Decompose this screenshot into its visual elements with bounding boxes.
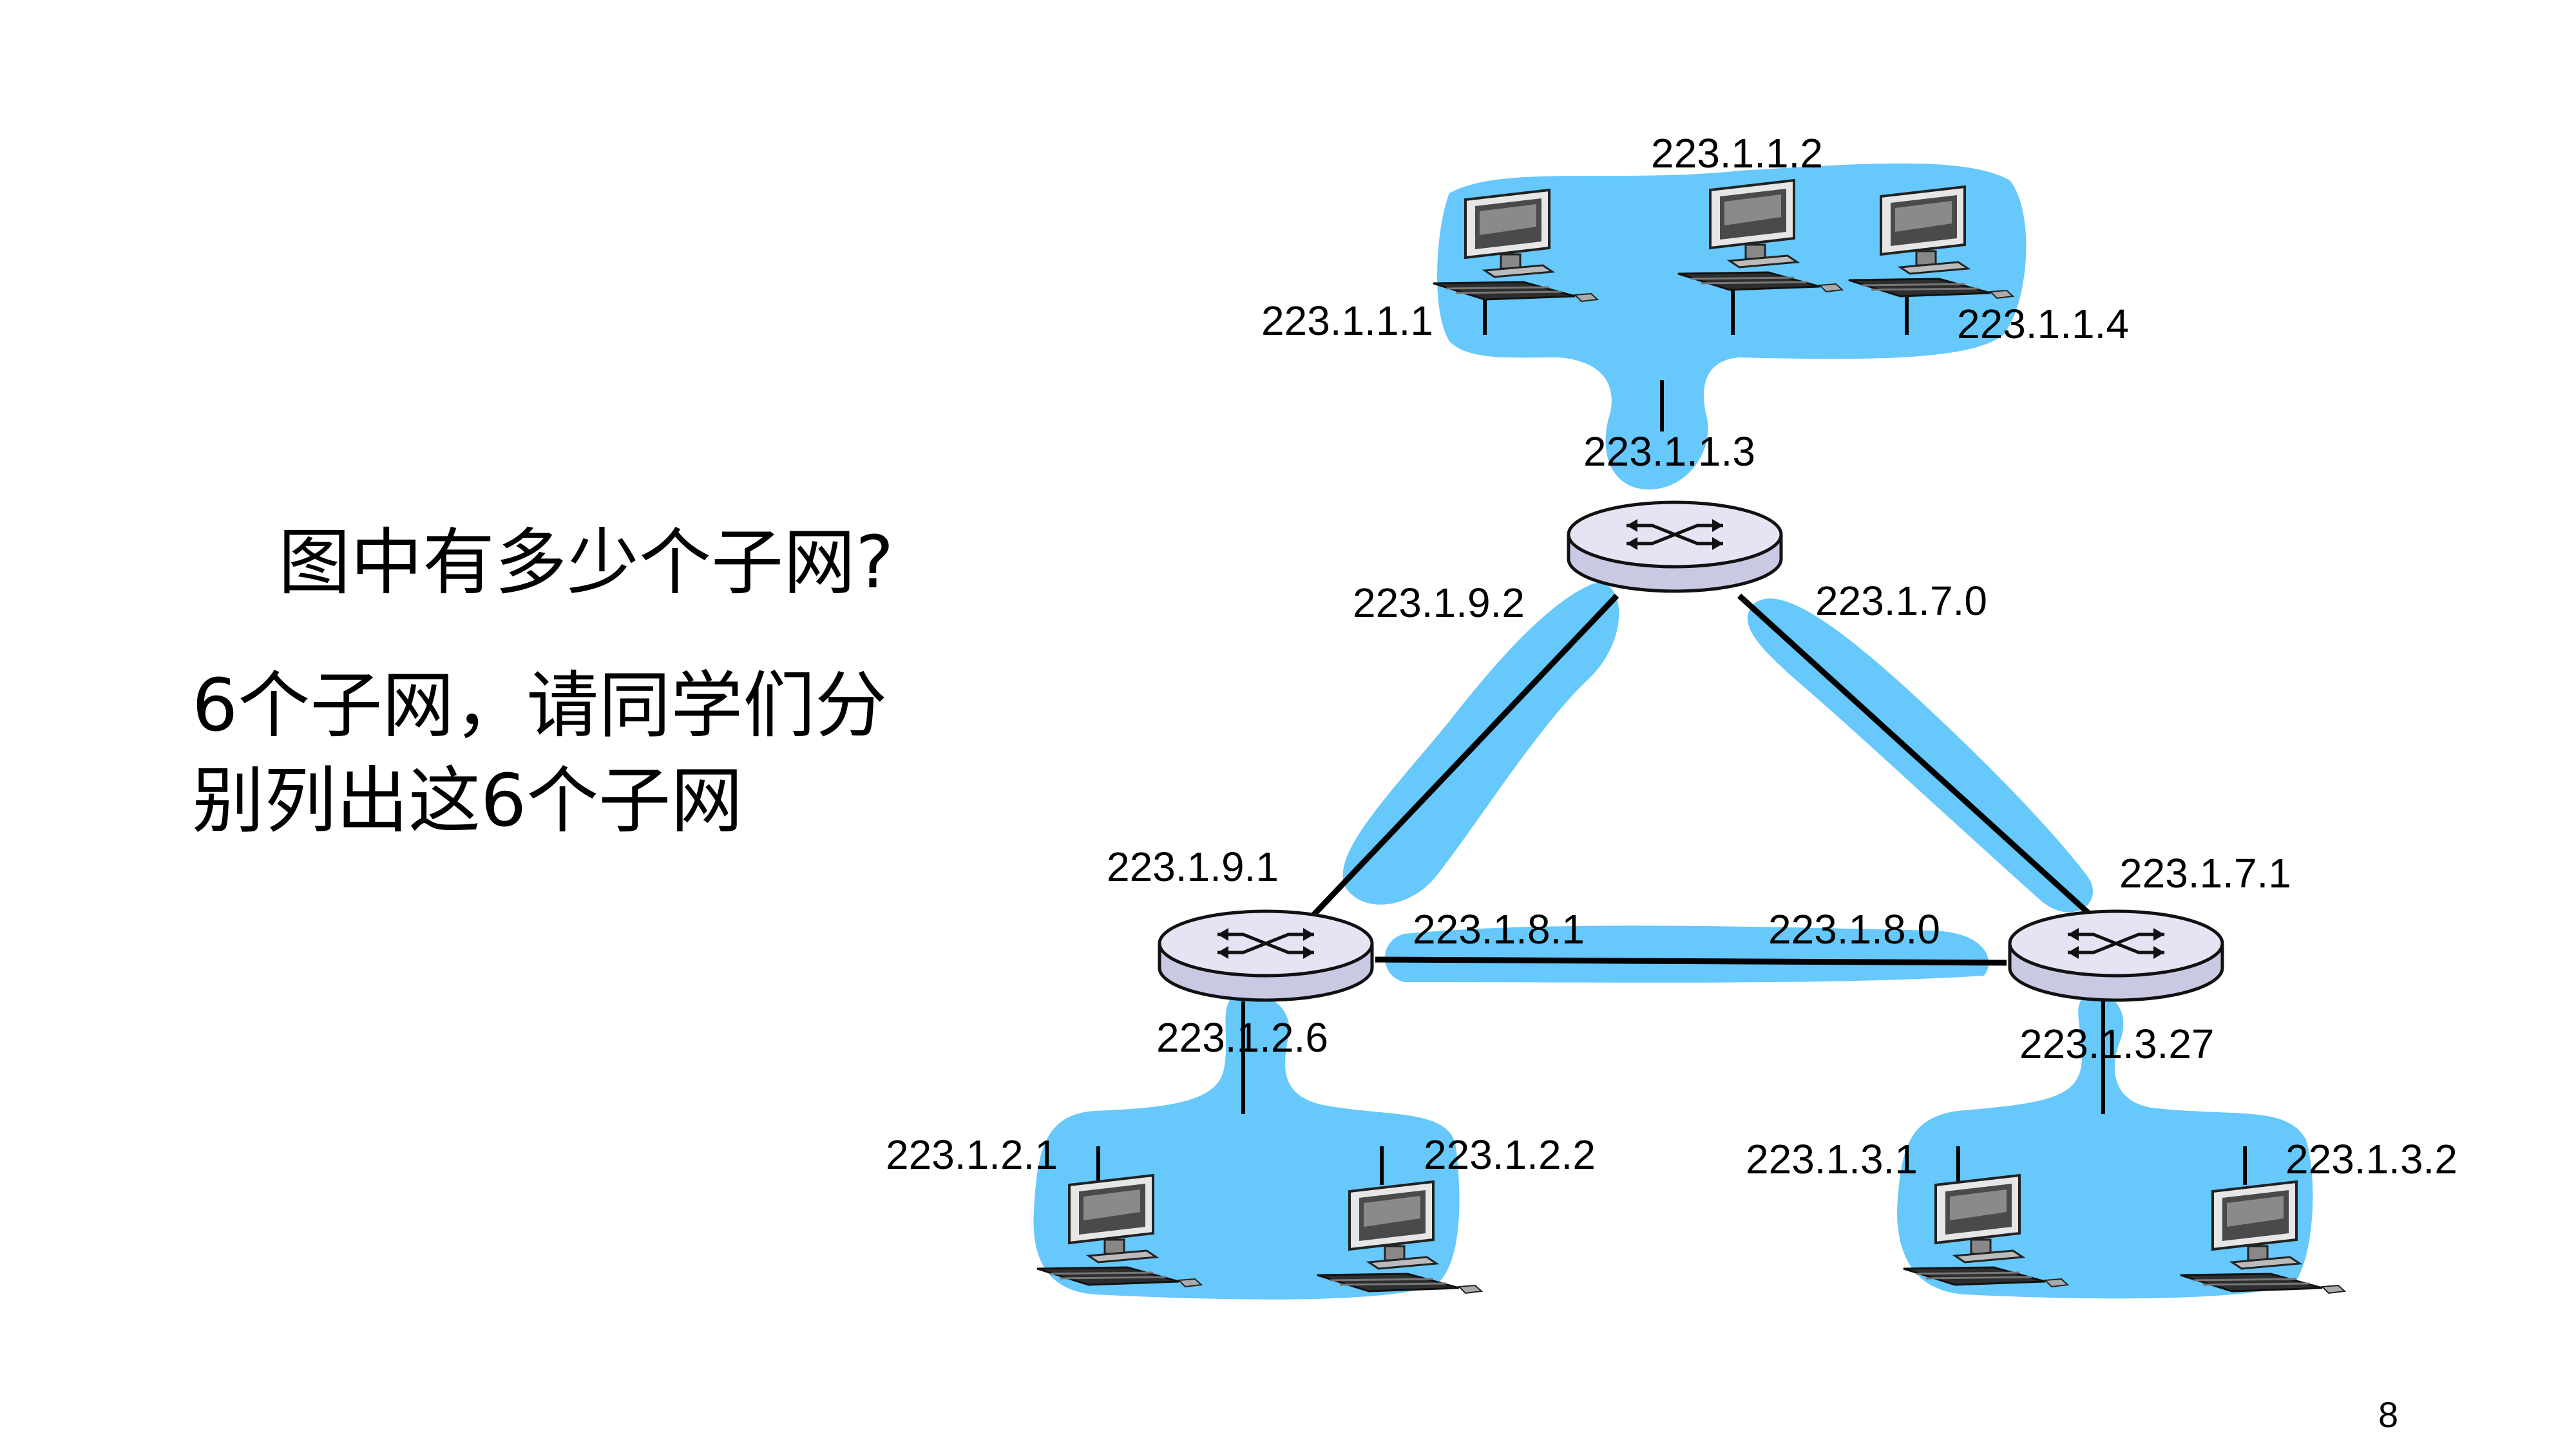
links [1096,283,2247,1185]
ip-label: 223.1.1.3 [1583,428,1755,475]
question-text: 图中有多少个子网? [278,521,894,605]
ip-label: 223.1.2.6 [1156,1014,1328,1061]
router-icon [1159,911,1372,1000]
link-top-right [1737,593,2096,920]
ip-label: 223.1.8.0 [1768,906,1940,952]
ip-label: 223.1.7.0 [1815,578,1987,624]
ip-label: 223.1.1.1 [1261,298,1433,344]
answer-text-line-2: 别列出这6个子网 [192,759,743,843]
ip-label: 223.1.8.1 [1413,906,1585,952]
link-top-left [1308,593,1619,920]
ip-label: 223.1.2.2 [1424,1132,1596,1178]
router-icon [1569,502,1781,591]
ip-label: 223.1.7.1 [2119,850,2291,896]
link-left-right [1375,956,2007,966]
ip-label: 223.1.1.2 [1651,130,1823,176]
router-icon [2010,911,2222,1000]
answer-text-line-1: 6个子网，请同学们分 [192,664,888,748]
ip-label: 223.1.9.1 [1107,844,1279,890]
page-number: 8 [2378,1394,2399,1435]
subnet-bottom-link [1385,925,1989,983]
ip-label: 223.1.3.27 [2019,1021,2215,1067]
ip-label: 223.1.3.2 [2285,1136,2457,1182]
ip-label: 223.1.2.1 [886,1132,1058,1178]
ip-label: 223.1.9.2 [1353,580,1525,626]
subnet-right-link [1747,598,2094,913]
subnet-left-link [1342,582,1619,905]
ip-label: 223.1.1.4 [1957,301,2129,347]
ip-label: 223.1.3.1 [1746,1136,1918,1182]
